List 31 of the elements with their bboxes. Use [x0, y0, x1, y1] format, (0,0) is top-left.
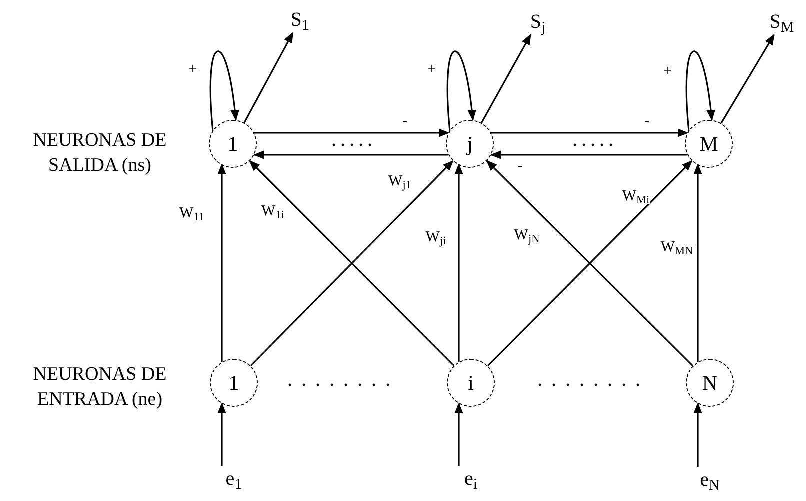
- arrow: [694, 164, 702, 362]
- arrow: [686, 50, 716, 132]
- arrow: [480, 34, 532, 124]
- arrow: [218, 402, 226, 466]
- signal-label: e$_{1}$: [220, 466, 248, 492]
- layer-label: NEURONAS DE ENTRADA (ne): [32, 363, 168, 412]
- layer-label: NEURONAS DE SALIDA (ns): [32, 129, 168, 178]
- arrow: [454, 164, 464, 362]
- arrow: [244, 32, 294, 124]
- signal-label: S$_{1}$: [286, 7, 314, 33]
- arrow: [491, 128, 689, 138]
- edge-label: W$_{1i}$: [260, 204, 286, 220]
- arrow: [694, 402, 702, 467]
- edge-label: W$_{11}$: [178, 206, 206, 222]
- arrow: [253, 150, 449, 160]
- arrow: [210, 50, 240, 132]
- arrow: [490, 150, 688, 160]
- edge-label: W$_{Mi}$: [621, 190, 651, 204]
- arrow: [446, 50, 476, 132]
- signal-label: S$_{M}$: [768, 9, 796, 35]
- arrow: [254, 128, 450, 138]
- signal-label: e$_{i}$: [457, 466, 485, 492]
- arrow: [454, 402, 464, 466]
- arrow: [218, 164, 226, 362]
- edge-label: W$_{MN}$: [660, 240, 694, 256]
- edge-label: W$_{j1}$: [388, 174, 412, 190]
- edge-label: W$_{jN}$: [513, 228, 541, 244]
- arrow: [720, 34, 775, 124]
- signal-label: S$_{j}$: [524, 9, 552, 35]
- edge-label: W$_{ji}$: [424, 230, 448, 246]
- signal-label: e$_{N}$: [696, 467, 724, 493]
